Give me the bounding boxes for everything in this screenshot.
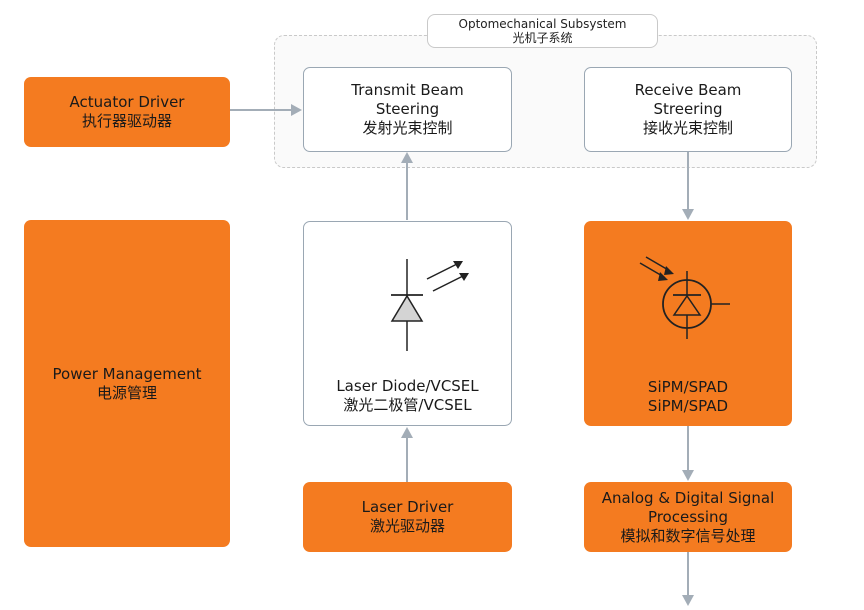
- transmit-label-en-line2: Steering: [375, 100, 440, 118]
- actuator-driver-label-en: Actuator Driver: [69, 93, 185, 111]
- subsystem-title: Optomechanical Subsystem 光机子系统: [427, 14, 658, 48]
- transmit-label-en-line1: Transmit Beam: [351, 81, 464, 99]
- subsystem-title-zh: 光机子系统: [512, 31, 573, 45]
- power-management-block: Power Management 电源管理: [24, 220, 230, 547]
- power-management-label-zh: 电源管理: [96, 383, 157, 402]
- receive-label-en-line1: Receive Beam: [634, 81, 742, 99]
- receive-label-zh: 接收光束控制: [642, 119, 733, 137]
- transmit-beam-steering-block: Transmit Beam Steering 发射光束控制: [303, 67, 512, 152]
- sipm-label-zh: SiPM/SPAD: [647, 397, 729, 415]
- laser-driver-label-en: Laser Driver: [361, 498, 454, 516]
- receive-label-en-line2: Streering: [653, 100, 723, 118]
- power-management-label-en: Power Management: [52, 364, 202, 383]
- sipm-label-en: SiPM/SPAD: [647, 378, 729, 396]
- subsystem-title-en: Optomechanical Subsystem: [458, 17, 627, 31]
- laser-driver-label-zh: 激光驱动器: [369, 517, 445, 535]
- transmit-label-zh: 发射光束控制: [362, 119, 453, 137]
- receive-beam-steering-block: Receive Beam Streering 接收光束控制: [584, 67, 792, 152]
- laser-driver-block: Laser Driver 激光驱动器: [303, 482, 512, 552]
- signal-processing-block: Analog & Digital Signal Processing 模拟和数字…: [584, 482, 792, 552]
- signal-processing-label-en-line2: Processing: [647, 507, 729, 526]
- laser-diode-icon: [390, 259, 469, 351]
- laser-diode-label-zh: 激光二极管/VCSEL: [343, 396, 472, 414]
- sipm-spad-block: SiPM/SPAD SiPM/SPAD: [584, 221, 792, 426]
- signal-processing-label-zh: 模拟和数字信号处理: [620, 526, 756, 545]
- actuator-driver-block: Actuator Driver 执行器驱动器: [24, 77, 230, 147]
- photodiode-icon: [639, 256, 730, 339]
- signal-processing-label-en-line1: Analog & Digital Signal: [601, 488, 775, 507]
- actuator-driver-label-zh: 执行器驱动器: [81, 112, 172, 130]
- laser-diode-label-en: Laser Diode/VCSEL: [336, 377, 479, 395]
